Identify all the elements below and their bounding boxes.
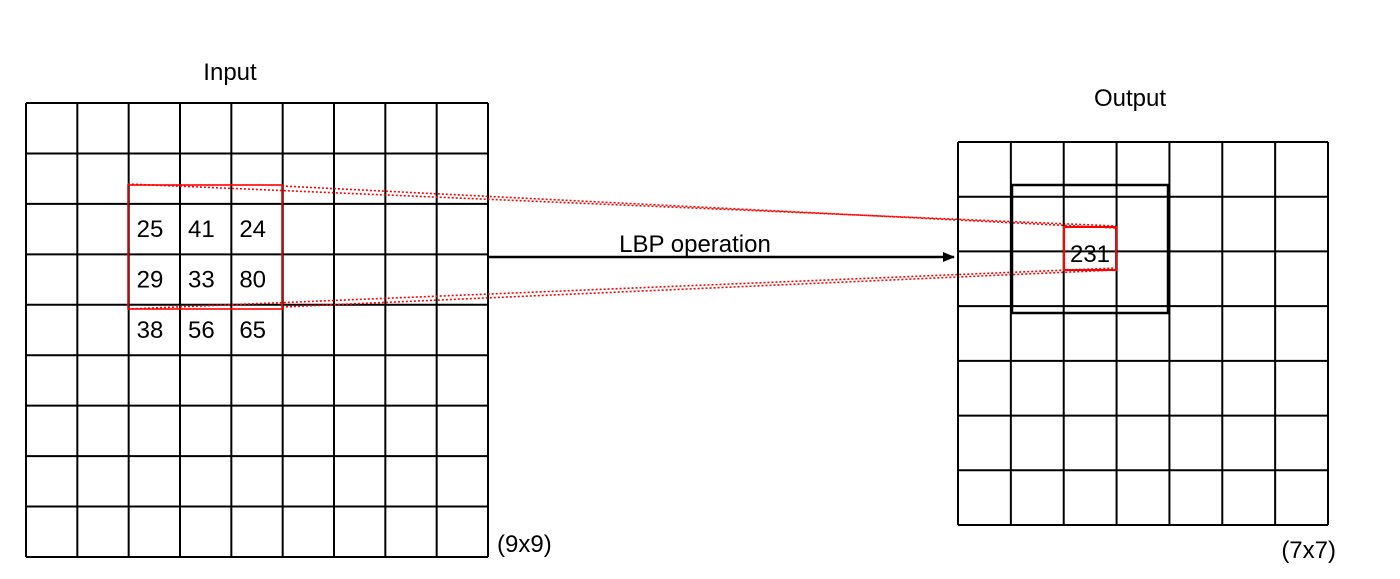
input-title: Input: [203, 59, 257, 86]
projection-lines: [127, 183, 1117, 310]
input-window-value: 33: [188, 266, 215, 293]
output-center-box: [1063, 226, 1117, 271]
output-size-label: (7x7): [1281, 537, 1336, 564]
input-window-value: 25: [137, 216, 164, 243]
output-center-value: 231: [1070, 241, 1110, 268]
input-size-label: (9x9): [497, 531, 552, 558]
input-window-value: 65: [239, 317, 266, 344]
projection-line-bottom-2: [281, 269, 1117, 308]
input-window-box: [127, 184, 283, 310]
input-window-values: 25 41 24 29 33 80 38 56 65: [137, 216, 266, 344]
projection-line-top-2: [281, 185, 1117, 229]
projection-line-bottom-1: [127, 267, 1117, 310]
input-window-value: 41: [188, 216, 215, 243]
input-window-value: 29: [137, 266, 164, 293]
input-window-value: 24: [239, 216, 266, 243]
input-window-value: 56: [188, 317, 215, 344]
output-grid: [957, 141, 1329, 526]
input-grid: [25, 102, 489, 558]
projection-line-top-1: [127, 183, 1117, 227]
input-window-value: 38: [137, 317, 164, 344]
operation-label: LBP operation: [619, 231, 771, 258]
output-title: Output: [1094, 85, 1166, 112]
output-neighborhood-box: [1010, 183, 1170, 315]
input-window-value: 80: [239, 266, 266, 293]
